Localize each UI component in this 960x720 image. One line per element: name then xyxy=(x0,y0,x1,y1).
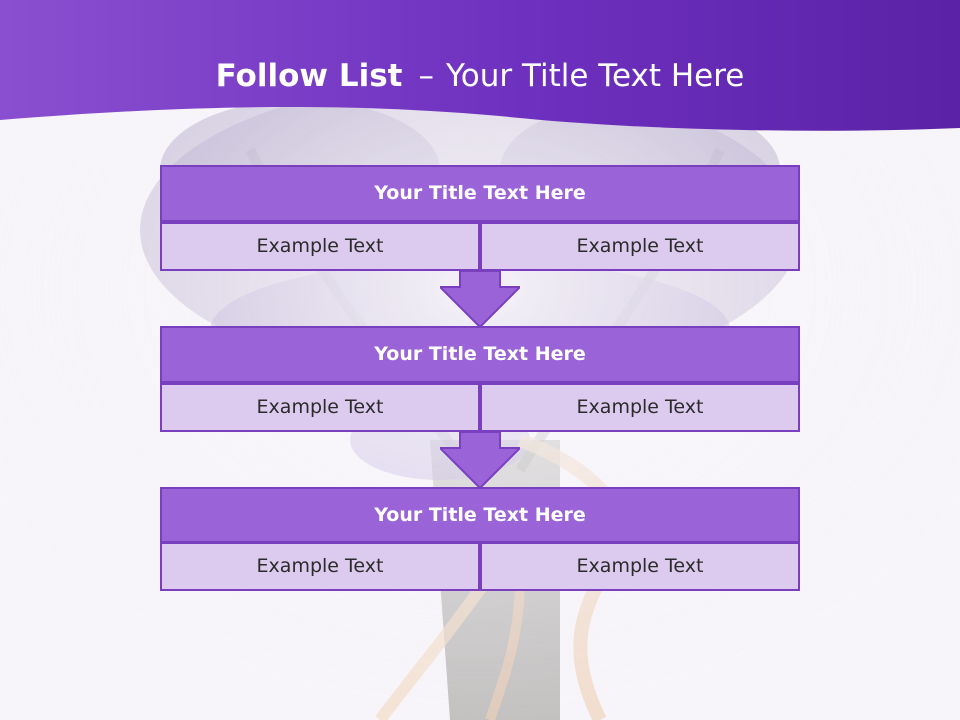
step-box-3: Your Title Text Here Example Text Exampl… xyxy=(160,487,800,591)
slide-title-bold: Follow List xyxy=(215,58,403,94)
step-2-left-cell: Example Text xyxy=(160,383,480,432)
down-arrow-icon xyxy=(440,432,520,489)
step-box-2: Your Title Text Here Example Text Exampl… xyxy=(160,326,800,432)
step-title-1: Your Title Text Here xyxy=(160,165,800,222)
header-band xyxy=(0,0,960,131)
step-3-right-cell: Example Text xyxy=(480,542,800,591)
step-title-2: Your Title Text Here xyxy=(160,326,800,383)
step-3-left-cell: Example Text xyxy=(160,542,480,591)
step-1-left-cell: Example Text xyxy=(160,222,480,271)
step-title-3: Your Title Text Here xyxy=(160,487,800,543)
slide-title: Follow List–Your Title Text Here xyxy=(0,56,960,96)
step-1-right-cell: Example Text xyxy=(480,222,800,271)
slide-title-dash: – xyxy=(418,58,434,94)
step-2-right-cell: Example Text xyxy=(480,383,800,432)
down-arrow-icon xyxy=(440,271,520,328)
step-box-1: Your Title Text Here Example Text Exampl… xyxy=(160,165,800,271)
slide-title-rest: Your Title Text Here xyxy=(445,58,745,94)
